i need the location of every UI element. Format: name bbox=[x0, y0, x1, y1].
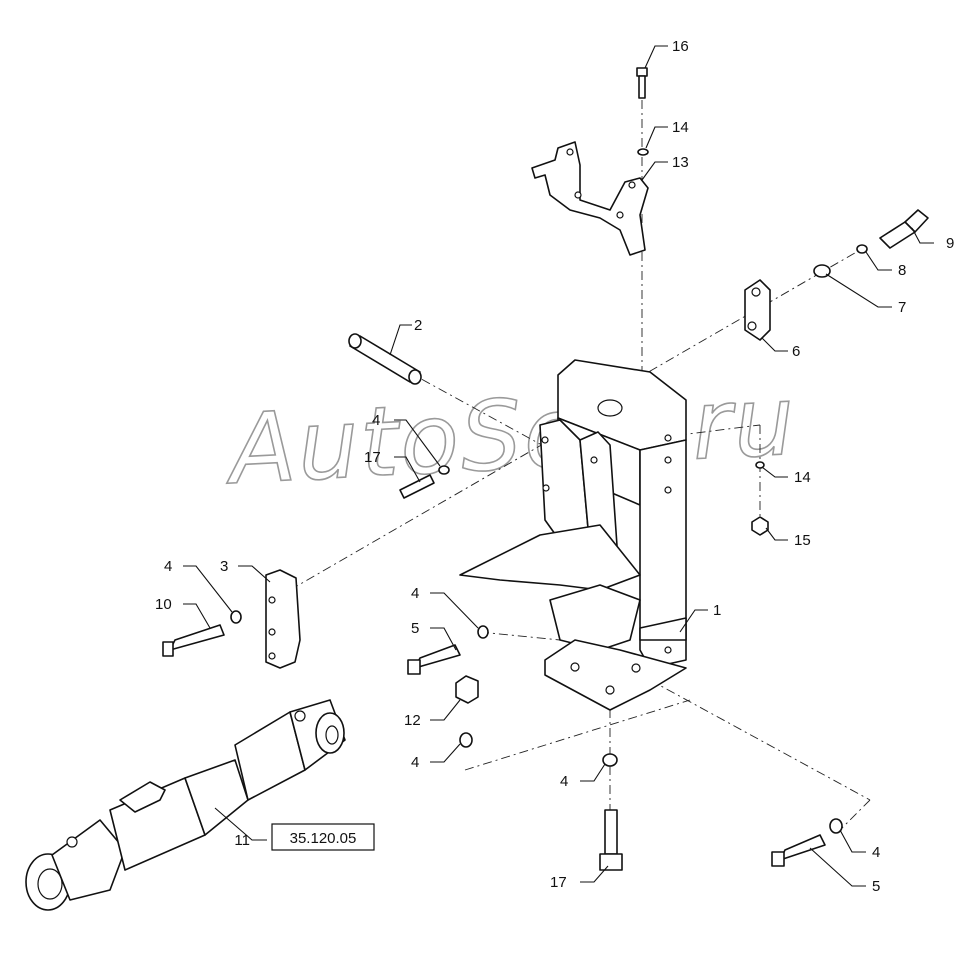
callout-13: 13 bbox=[672, 154, 689, 171]
washer-4-left-part bbox=[230, 610, 242, 624]
washer-4-lower-part bbox=[459, 732, 473, 748]
callout-11: 11 bbox=[234, 832, 250, 849]
leader-lines bbox=[183, 45, 934, 887]
callout-5-right: 5 bbox=[872, 878, 880, 895]
washer-4-bottom-part bbox=[602, 753, 618, 767]
washer-14-right-part bbox=[755, 461, 765, 469]
callout-1: 1 bbox=[713, 602, 721, 619]
callout-17-bottom: 17 bbox=[550, 874, 567, 891]
callout-16: 16 bbox=[672, 38, 689, 55]
bolt-16-part bbox=[636, 67, 648, 99]
callout-4-upper: 4 bbox=[372, 412, 380, 429]
callout-4-lower: 4 bbox=[411, 754, 419, 771]
washer-4-center-part bbox=[477, 625, 489, 639]
bolt-5-center-part bbox=[407, 644, 461, 675]
callout-14-right: 14 bbox=[794, 469, 811, 486]
bolt-5-right-part bbox=[771, 834, 826, 867]
nut-15-part bbox=[751, 516, 769, 536]
reference-box-label: 35.120.05 bbox=[290, 830, 357, 847]
callout-3: 3 bbox=[220, 558, 228, 575]
callout-15: 15 bbox=[794, 532, 811, 549]
callout-9: 9 bbox=[946, 235, 954, 252]
callout-4-bottom: 4 bbox=[560, 773, 568, 790]
callout-6: 6 bbox=[792, 343, 800, 360]
reference-box: 35.120.05 bbox=[271, 823, 375, 851]
washer-14-top-part bbox=[637, 148, 649, 156]
callout-17-upper: 17 bbox=[364, 449, 381, 466]
pin-2-part bbox=[348, 333, 422, 385]
callout-10: 10 bbox=[155, 596, 172, 613]
bolt-17-bottom-part bbox=[599, 809, 623, 871]
callout-14-top: 14 bbox=[672, 119, 689, 136]
callout-labels: 16 14 13 9 8 7 6 2 4 17 14 15 3 4 10 4 5… bbox=[155, 38, 954, 895]
callout-5-center: 5 bbox=[411, 620, 419, 637]
upper-bracket-part bbox=[531, 141, 649, 256]
callout-4-center: 4 bbox=[411, 585, 419, 602]
callout-8: 8 bbox=[898, 262, 906, 279]
callout-2: 2 bbox=[414, 317, 422, 334]
bolt-17-upper-part bbox=[399, 465, 450, 499]
watermark-text: AutoSoft.ru bbox=[221, 364, 799, 506]
callout-4-left: 4 bbox=[164, 558, 172, 575]
link-plate-6-part bbox=[744, 279, 771, 341]
washer-8-part bbox=[856, 244, 868, 254]
callout-7: 7 bbox=[898, 299, 906, 316]
nut-12-part bbox=[455, 675, 479, 704]
clevis-plate-3-part bbox=[265, 569, 301, 669]
callout-4-right: 4 bbox=[872, 844, 880, 861]
top-link-11-part bbox=[25, 699, 346, 911]
callout-12: 12 bbox=[404, 712, 421, 729]
main-bracket-part bbox=[459, 359, 687, 711]
bolt-9-part bbox=[879, 209, 929, 249]
washer-4-right-part bbox=[829, 818, 843, 834]
bolt-10-part bbox=[162, 624, 225, 657]
